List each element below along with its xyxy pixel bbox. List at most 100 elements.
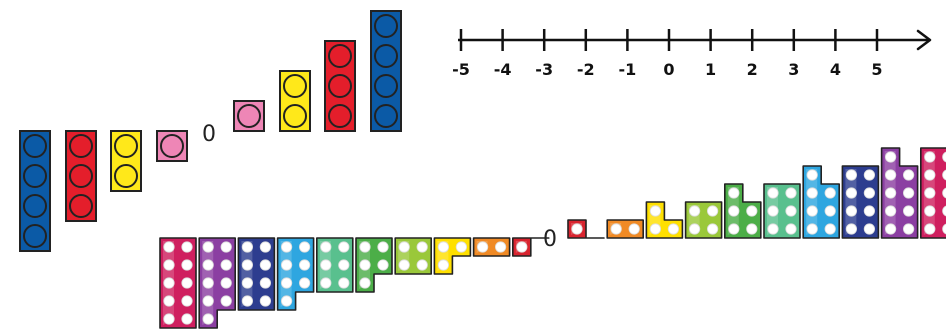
numicon-hole: [360, 260, 370, 270]
numicon-hole: [729, 224, 739, 234]
numicon-hole: [242, 260, 252, 270]
unifix-cube-peg: [70, 135, 92, 157]
numicon-hole: [221, 242, 231, 252]
numicon-hole: [807, 206, 817, 216]
numicon-hole: [281, 296, 291, 306]
unifix-cube-peg: [329, 75, 351, 97]
numicon-hole: [825, 224, 835, 234]
numicon-hole: [885, 224, 895, 234]
numicon-hole: [846, 170, 856, 180]
numicon-hole: [846, 206, 856, 216]
numicon-hole: [339, 278, 349, 288]
unifix-zero-label: 0: [202, 122, 216, 147]
numicon-hole: [260, 278, 270, 288]
number-line-tick-label: -5: [452, 60, 470, 79]
numicon-pos-9: [882, 148, 918, 238]
numicon-hole: [456, 242, 466, 252]
unifix-tower-pos-2: [280, 71, 310, 131]
number-line-tick-label: -3: [535, 60, 553, 79]
numicon-hole: [164, 242, 174, 252]
number-line-tick-label: -4: [494, 60, 512, 79]
numicon-hole: [203, 296, 213, 306]
numicon-hole: [629, 224, 639, 234]
unifix-cube-peg: [24, 135, 46, 157]
numicon-hole: [399, 260, 409, 270]
numicon-hole: [417, 260, 427, 270]
numicon-hole: [864, 224, 874, 234]
numicon-hole: [164, 314, 174, 324]
numicon-hole: [360, 278, 370, 288]
numicon-hole: [903, 206, 913, 216]
numicon-hole: [903, 170, 913, 180]
numicon-hole: [707, 206, 717, 216]
unifix-positive-group: [234, 11, 401, 131]
numicon-hole: [611, 224, 621, 234]
numicon-hole: [399, 242, 409, 252]
numicon-pos-10: [921, 148, 946, 238]
unifix-tower-neg-2: [111, 131, 141, 191]
number-line-tick-label: 0: [663, 60, 674, 79]
numicon-neg-9: [199, 238, 235, 328]
numicon-neg-4: [395, 238, 431, 274]
numicon-hole: [517, 242, 527, 252]
numicon-neg-5: [356, 238, 392, 292]
numicon-hole: [438, 242, 448, 252]
numicon-hole: [281, 260, 291, 270]
unifix-cube-peg: [329, 45, 351, 67]
numicon-pos-3: [646, 202, 682, 238]
number-line-tick-label: -2: [577, 60, 595, 79]
numicon-hole: [182, 242, 192, 252]
numicon-neg-6: [317, 238, 353, 292]
numicon-hole: [260, 242, 270, 252]
numicon-pos-7: [803, 166, 839, 238]
unifix-cube-peg: [70, 165, 92, 187]
numicon-hole: [495, 242, 505, 252]
numicon-hole: [689, 224, 699, 234]
numicon-neg-8: [238, 238, 274, 310]
numicon-hole: [807, 170, 817, 180]
unifix-cube-peg: [238, 105, 260, 127]
number-line-tick-label: 5: [871, 60, 882, 79]
unifix-cube-peg: [24, 165, 46, 187]
numicon-hole: [378, 260, 388, 270]
unifix-tower-neg-4: [20, 131, 50, 251]
numicon-hole: [203, 242, 213, 252]
numicon-hole: [846, 188, 856, 198]
numicon-positive-group: [568, 148, 946, 238]
numicon-pos-8: [842, 166, 878, 238]
numicon-hole: [572, 224, 582, 234]
numicon-hole: [360, 242, 370, 252]
numicon-hole: [242, 278, 252, 288]
number-line-tick-label: 2: [747, 60, 758, 79]
numicon-neg-10: [160, 238, 196, 328]
numicon-hole: [182, 314, 192, 324]
numicon-hole: [260, 296, 270, 306]
unifix-cube-peg: [375, 45, 397, 67]
numicon-hole: [925, 170, 935, 180]
numicon-hole: [807, 188, 817, 198]
numicon-hole: [339, 242, 349, 252]
numicon-hole: [321, 260, 331, 270]
numicon-hole: [846, 224, 856, 234]
numicon-hole: [321, 278, 331, 288]
numicon-neg-7: [278, 238, 314, 310]
numicon-hole: [768, 188, 778, 198]
numicon-negative-group: [160, 238, 549, 328]
numicon-hole: [885, 152, 895, 162]
unifix-cube-peg: [161, 135, 183, 157]
numicon-hole: [281, 278, 291, 288]
numicon-hole: [242, 296, 252, 306]
numicon-hole: [925, 188, 935, 198]
numicon-hole: [825, 206, 835, 216]
number-line-tick-label: -1: [619, 60, 637, 79]
numicon-hole: [864, 170, 874, 180]
numicon-hole: [925, 152, 935, 162]
numicon-hole: [864, 188, 874, 198]
numicon-hole: [650, 224, 660, 234]
numicon-hole: [477, 242, 487, 252]
numicon-hole: [281, 242, 291, 252]
numicon-hole: [689, 206, 699, 216]
numicon-hole: [164, 296, 174, 306]
